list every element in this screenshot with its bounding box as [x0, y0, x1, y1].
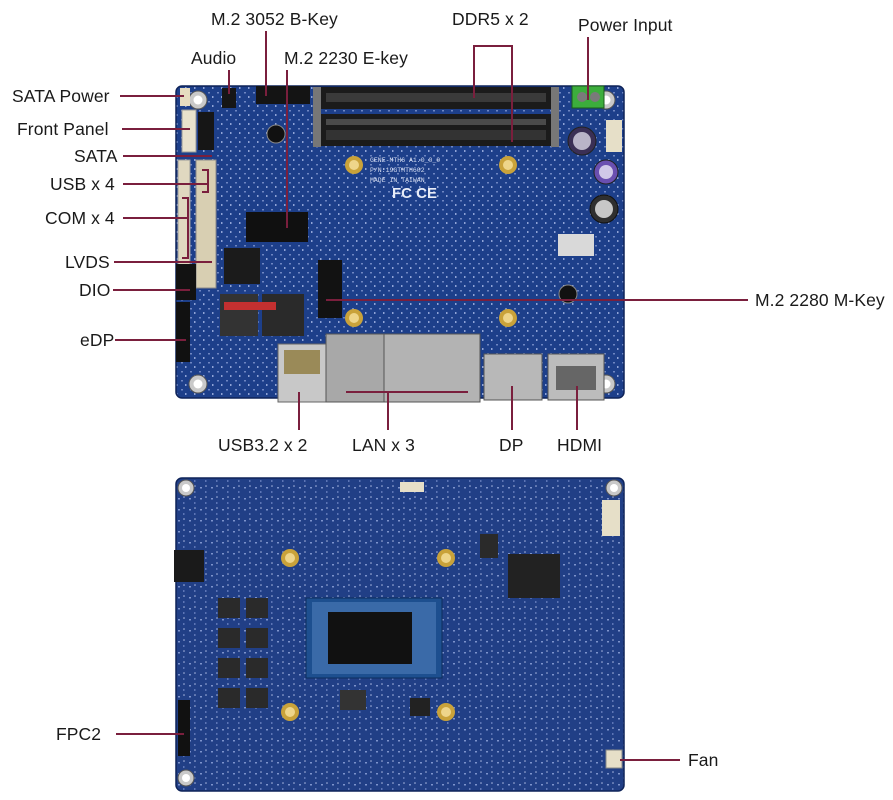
cpu	[305, 597, 443, 679]
leader-lines	[113, 31, 748, 761]
m2-slots	[246, 86, 342, 318]
gold-standoff	[345, 156, 517, 327]
label-usb32: USB3.2 x 2	[218, 435, 308, 455]
top-board: GENE-MTH6 A1.0_0_0 P/N:19GTMTH602 MADE I…	[175, 85, 625, 403]
certification-marks: FC CE	[392, 185, 437, 202]
label-power-input: Power Input	[578, 15, 673, 35]
label-m2-ekey: M.2 2230 E-key	[284, 48, 408, 68]
gold-standoff	[281, 549, 455, 721]
label-dp: DP	[499, 435, 524, 455]
label-front-panel: Front Panel	[17, 119, 109, 139]
capacitors	[567, 120, 622, 224]
board-model-text: GENE-MTH6 A1.0_0_0	[370, 157, 440, 164]
label-usb4: USB x 4	[50, 174, 115, 194]
ddr5-slots	[313, 87, 559, 147]
label-edp: eDP	[80, 330, 115, 350]
ics	[174, 482, 620, 716]
fpc2-connector	[178, 700, 190, 756]
label-dio: DIO	[79, 280, 111, 300]
ics	[220, 124, 594, 336]
label-hdmi: HDMI	[557, 435, 603, 455]
label-lan3: LAN x 3	[352, 435, 415, 455]
label-sata-power: SATA Power	[12, 86, 110, 106]
leader-ddr5	[473, 45, 513, 142]
label-ddr5: DDR5 x 2	[452, 9, 529, 29]
leader-com4-bracket	[182, 197, 189, 259]
left-edge-connectors	[176, 88, 236, 362]
mounting-hole	[177, 479, 623, 787]
bottom-board	[174, 477, 625, 792]
label-fan: Fan	[688, 750, 719, 770]
label-com4: COM x 4	[45, 208, 115, 228]
board-pn-text: P/N:19GTMTH602	[370, 167, 425, 174]
leader-usb4-bracket	[202, 169, 209, 193]
label-m2-mkey: M.2 2280 M-Key	[755, 290, 885, 310]
fan-connector	[605, 749, 623, 769]
rear-io	[277, 333, 605, 403]
label-sata: SATA	[74, 146, 118, 166]
label-lvds: LVDS	[65, 252, 110, 272]
board-origin-text: MADE IN TAIWAN	[370, 177, 425, 184]
label-fpc2: FPC2	[56, 724, 102, 744]
label-audio: Audio	[191, 48, 237, 68]
label-m2-bkey: M.2 3052 B-Key	[211, 9, 338, 29]
